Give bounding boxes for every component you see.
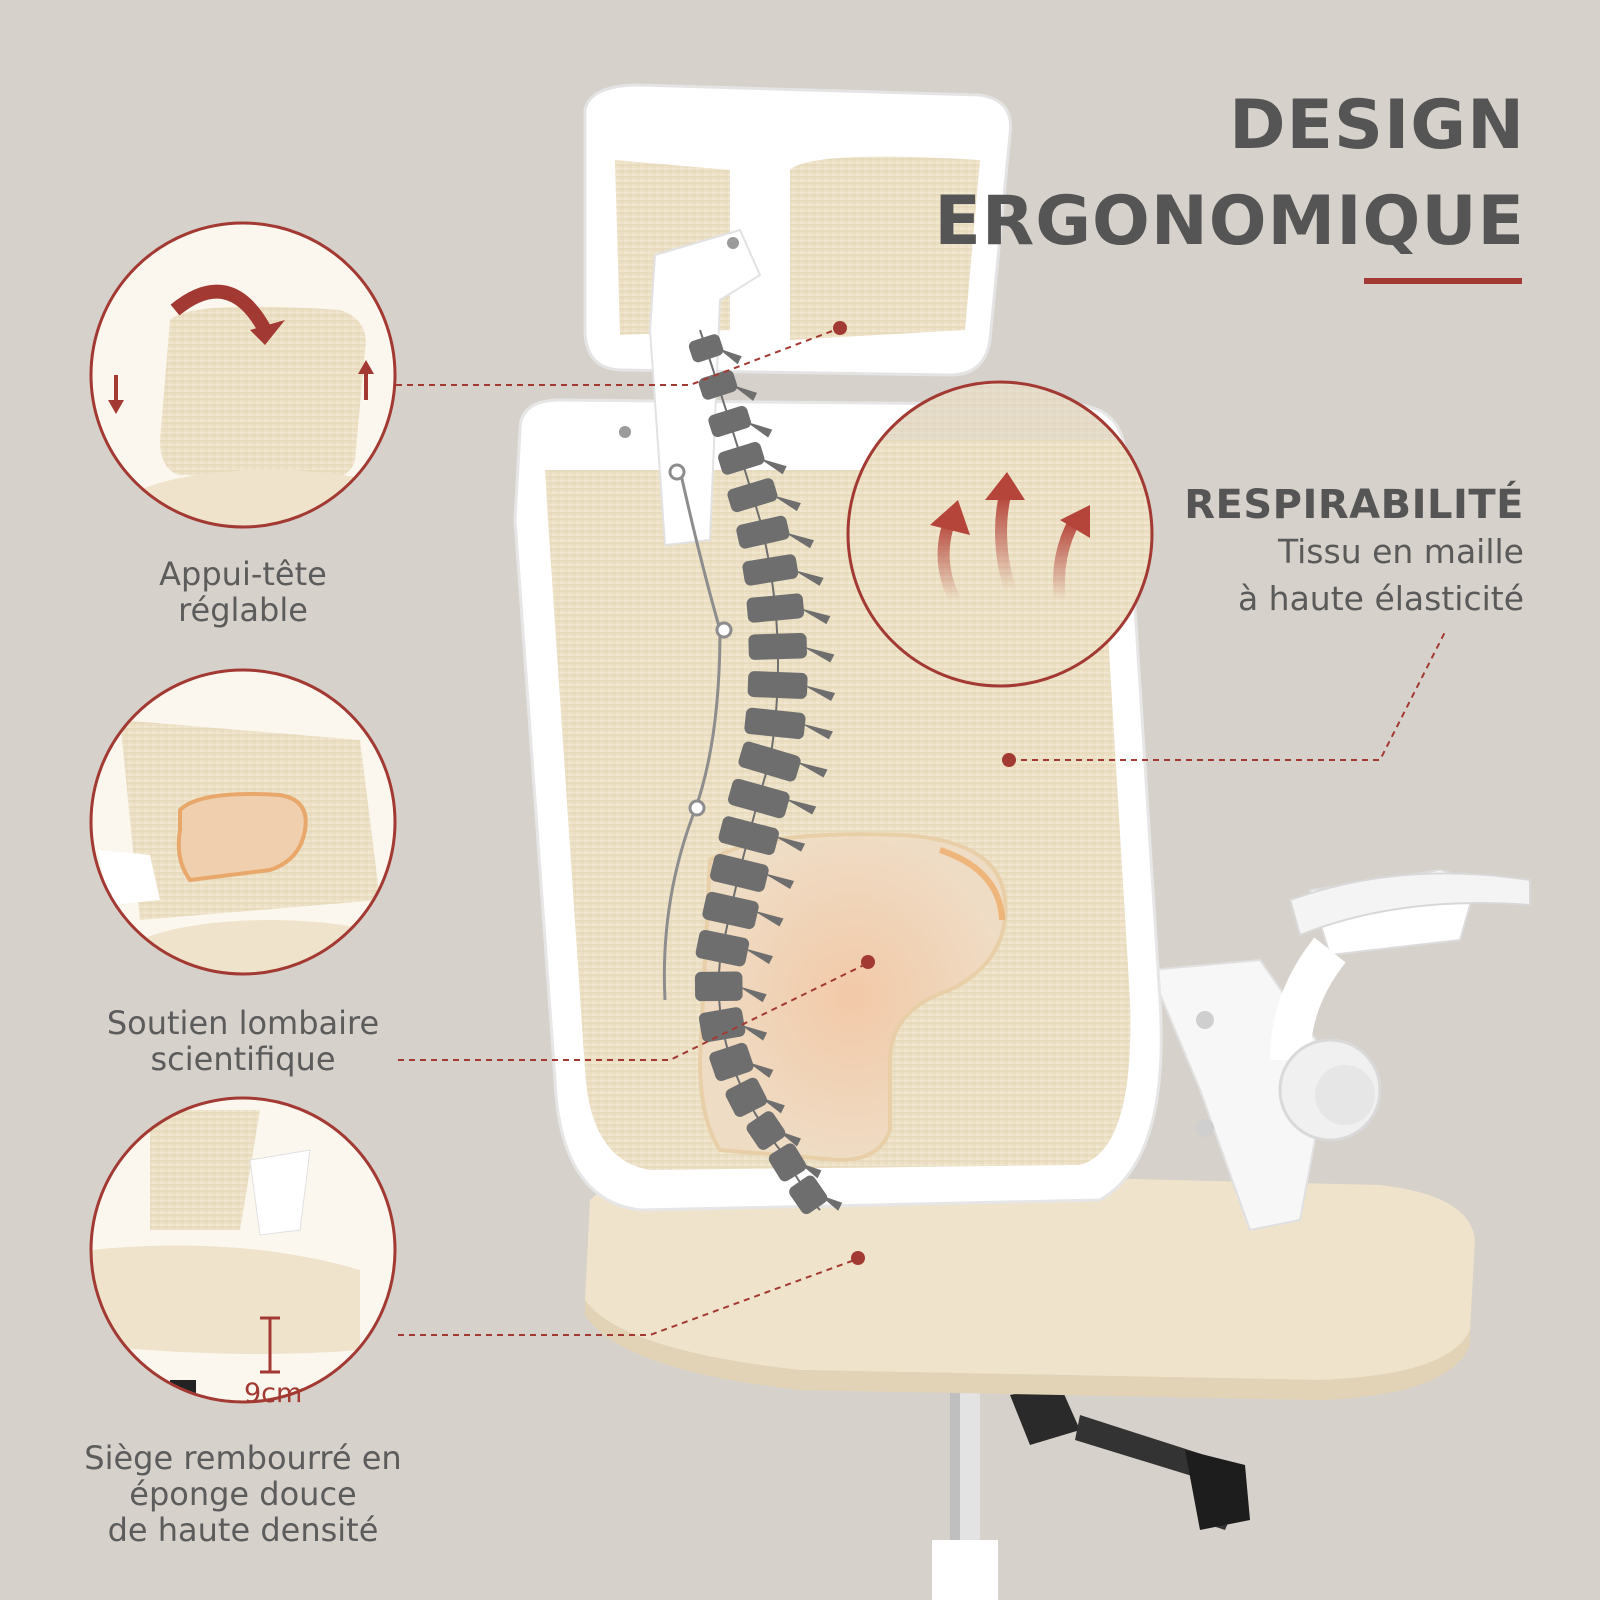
chair-base <box>932 1370 1250 1600</box>
vertebra <box>747 671 808 699</box>
vertebra-process <box>798 1162 822 1179</box>
lumbar-caption: Soutien lombaire scientifique <box>73 1005 413 1077</box>
lumbar-caption-line-2: scientifique <box>150 1040 336 1078</box>
vertebra-process <box>718 348 742 365</box>
vertebra-process <box>732 384 758 401</box>
seat-caption-line-2: éponge douce <box>129 1475 357 1513</box>
breathability-line-2: à haute élasticité <box>1237 579 1524 618</box>
vertebra-process <box>784 798 817 815</box>
vertebra <box>698 1007 746 1043</box>
vertebra-process <box>740 1024 768 1041</box>
vertebra <box>709 1042 754 1081</box>
vertebra <box>708 405 751 438</box>
vertebra-process <box>793 569 824 586</box>
vertebra-process <box>784 532 814 549</box>
title-line-1: DESIGN <box>1229 86 1525 165</box>
vertebra-process <box>773 835 806 852</box>
seat-caption-line-1: Siège rembourré en <box>84 1439 402 1477</box>
right-armrest <box>1148 868 1531 1232</box>
lumbar-caption-line-1: Soutien lombaire <box>106 1004 380 1042</box>
vertebra <box>736 515 790 549</box>
seat-detail-circle <box>89 1096 397 1404</box>
breathability-line-1: Tissu en maille <box>1278 532 1524 571</box>
vertebra-process <box>799 608 831 625</box>
vertebra <box>695 929 750 967</box>
vertebra-process <box>795 761 828 778</box>
title-underline <box>1364 278 1522 284</box>
headrest <box>583 83 1013 547</box>
vertebra-process <box>800 723 833 740</box>
vertebra <box>728 778 790 819</box>
vertebra-process <box>747 1061 774 1078</box>
vertebra-process <box>763 873 795 889</box>
vertebra <box>688 334 724 363</box>
vertebra-process <box>819 1194 843 1211</box>
vertebra <box>742 554 799 586</box>
vertebra <box>789 1175 828 1215</box>
vertebra-process <box>743 948 773 965</box>
seat-caption-line-3: de haute densité <box>107 1511 379 1549</box>
vertebra <box>768 1143 807 1182</box>
vertebra <box>718 442 765 475</box>
page-title: DESIGN ERGONOMIQUE <box>934 78 1525 270</box>
headrest-detail-circle <box>89 221 397 529</box>
seat-thickness-label: 9cm <box>244 1378 303 1409</box>
vertebra <box>694 971 743 1002</box>
lumbar-detail-circle <box>89 668 397 976</box>
vertebra <box>746 593 805 623</box>
vertebra-process <box>803 685 836 701</box>
callout-dots <box>833 321 1016 1265</box>
vertebra <box>746 1111 786 1150</box>
vertebra <box>727 478 778 513</box>
vertebra-process <box>753 910 784 927</box>
vertebra-process <box>802 646 835 663</box>
spine-illustration <box>688 329 843 1215</box>
headrest-caption-line-2: réglable <box>178 591 308 629</box>
vertebra <box>738 741 801 782</box>
mesh-detail-circle <box>846 380 1154 688</box>
posture-curve <box>662 463 733 1001</box>
vertebra <box>710 853 769 892</box>
seat-caption: Siège rembourré en éponge douce de haute… <box>53 1440 433 1548</box>
vertebra <box>718 816 779 855</box>
vertebra <box>748 633 807 660</box>
headrest-caption-line-1: Appui-tête <box>159 555 327 593</box>
headrest-caption: Appui-tête réglable <box>93 556 393 628</box>
vertebra <box>744 707 806 740</box>
breathability-feature: RESPIRABILITÉ Tissu en maille à haute él… <box>1184 482 1524 622</box>
vertebra-process <box>760 1097 785 1114</box>
vertebra-process <box>772 495 801 512</box>
title-line-2: ERGONOMIQUE <box>934 182 1525 261</box>
vertebra-process <box>746 421 773 438</box>
vertebra-process <box>759 458 787 475</box>
callout-lines <box>396 327 1446 1336</box>
vertebra-process <box>777 1130 801 1147</box>
vertebra <box>702 891 759 930</box>
vertebra <box>725 1077 768 1117</box>
vertebra-process <box>738 986 767 1003</box>
breathability-title: RESPIRABILITÉ <box>1184 482 1524 528</box>
